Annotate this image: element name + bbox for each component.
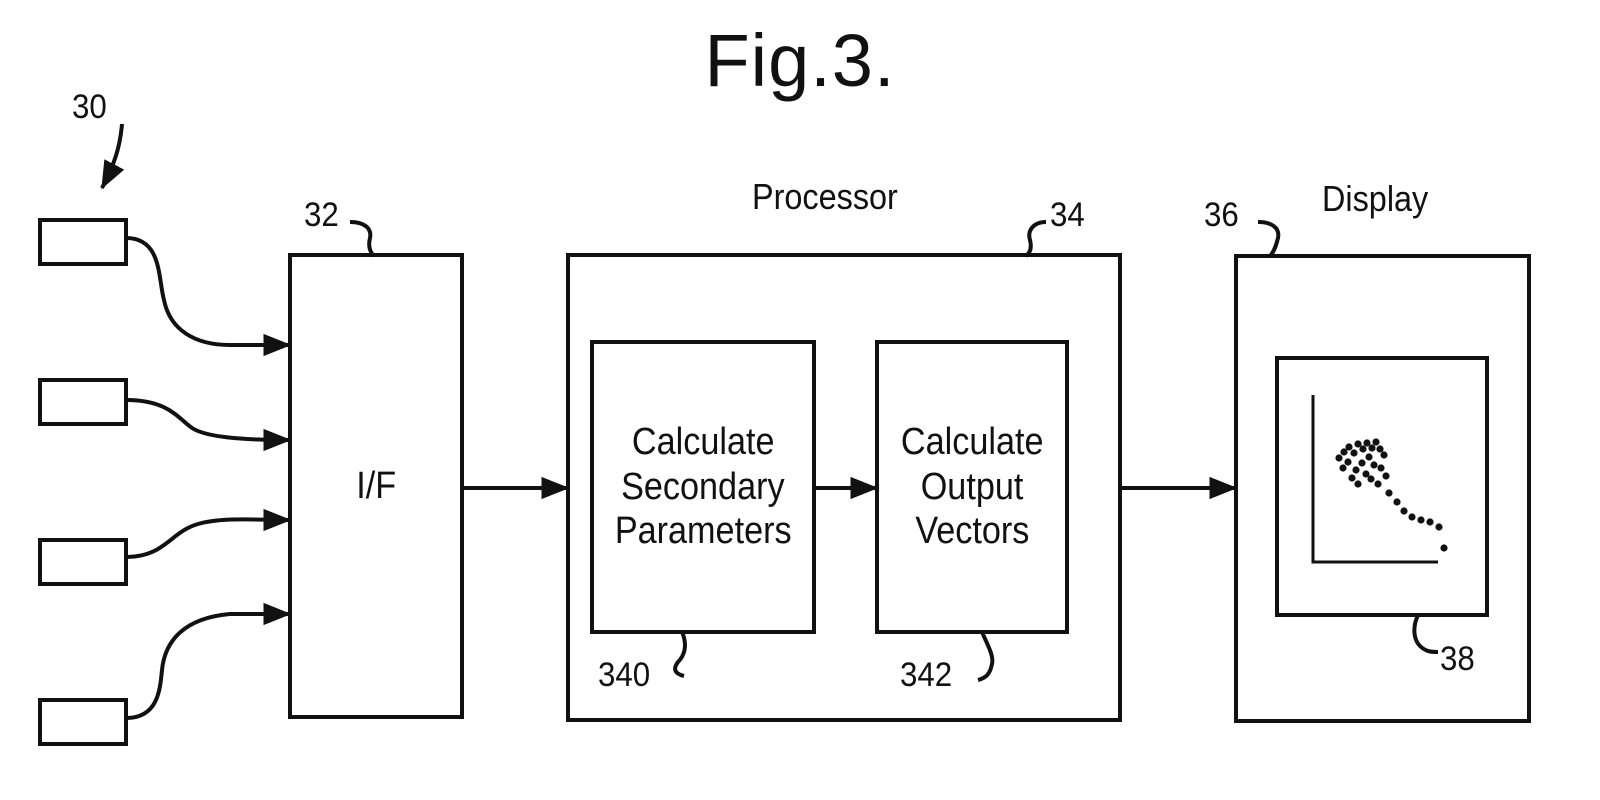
block-342-text: Calculate Output Vectors xyxy=(877,342,1067,632)
block-342-ref-leader xyxy=(978,632,992,680)
processor-heading: Processor xyxy=(752,176,898,218)
display-heading: Display xyxy=(1322,178,1428,220)
ref-block-342: 342 xyxy=(900,656,952,695)
interface-label: I/F xyxy=(356,464,396,508)
ref-block-340: 340 xyxy=(598,656,650,695)
sensor-connector xyxy=(126,519,290,557)
processor-ref-leader xyxy=(1026,222,1046,256)
block-342-line: Calculate xyxy=(901,420,1044,464)
figure-title: Fig.3. xyxy=(0,18,1600,103)
ref-display: 36 xyxy=(1204,196,1239,235)
display-ref-leader xyxy=(1258,222,1278,256)
block-342-line: Vectors xyxy=(915,509,1029,553)
sensor-box xyxy=(40,220,126,264)
block-340-line: Parameters xyxy=(615,509,792,553)
sensor-box xyxy=(40,700,126,744)
ref-sensors: 30 xyxy=(72,88,107,127)
interface-ref-leader xyxy=(350,222,374,256)
sensor-box xyxy=(40,380,126,424)
scatter-points xyxy=(1335,438,1447,551)
block-340-line: Calculate xyxy=(632,420,775,464)
plot-frame xyxy=(1277,358,1487,615)
block-340-line: Secondary xyxy=(621,465,785,509)
sensor-box xyxy=(40,540,126,584)
sensors-ref-arrow xyxy=(102,124,122,188)
sensor-connector xyxy=(126,614,290,718)
block-340-ref-leader xyxy=(675,632,685,676)
block-342-line: Output xyxy=(921,465,1024,509)
ref-plot: 38 xyxy=(1440,640,1475,679)
ref-interface: 32 xyxy=(304,196,339,235)
sensor-connector xyxy=(126,400,290,440)
block-340-text: Calculate Secondary Parameters xyxy=(592,342,814,632)
interface-label-wrap: I/F xyxy=(290,255,462,717)
plot-axes xyxy=(1313,395,1438,562)
ref-processor: 34 xyxy=(1050,196,1085,235)
plot-ref-leader xyxy=(1414,615,1438,652)
sensor-connector xyxy=(126,238,290,345)
